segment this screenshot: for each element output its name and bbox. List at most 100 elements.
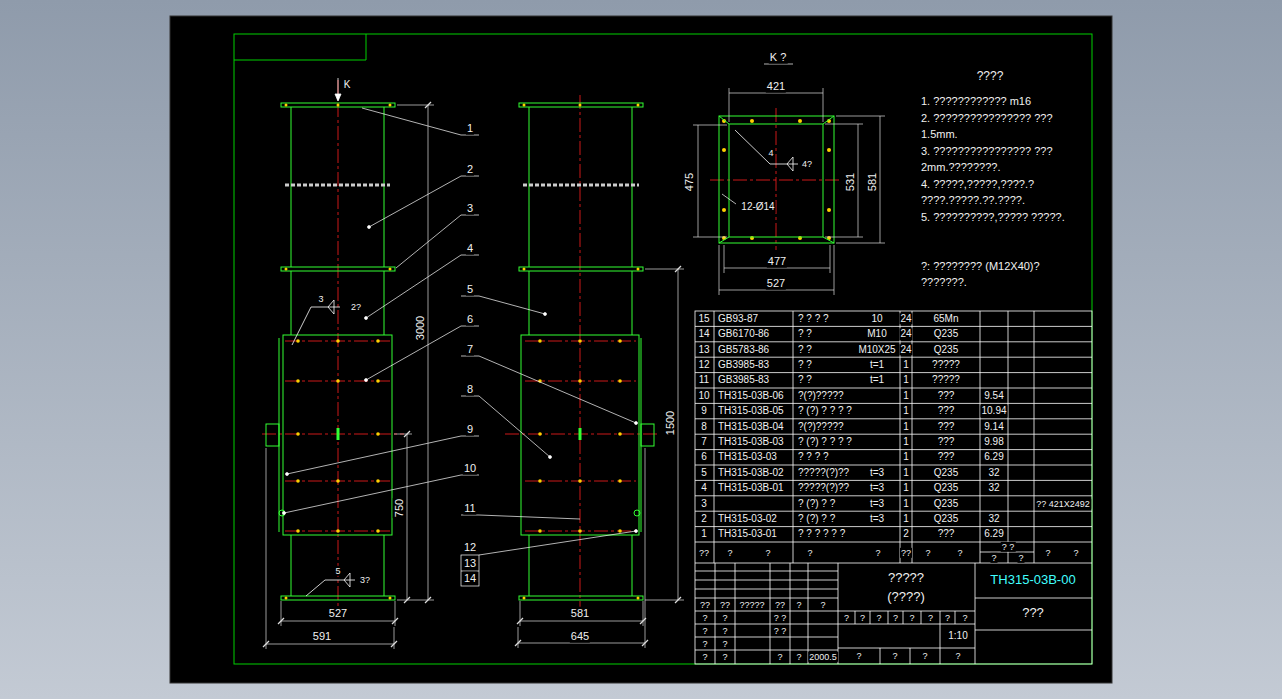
parts-table <box>793 311 794 563</box>
title-block-cell: ? <box>891 651 898 661</box>
table-cell: 7 <box>700 436 708 448</box>
left-view <box>291 535 292 596</box>
left-view <box>285 184 390 187</box>
table-cell: 9.98 <box>983 436 1004 448</box>
table-cell: ? (?) ? ? ? ? <box>797 405 853 417</box>
dimension-lines <box>823 88 824 122</box>
bolts <box>798 119 802 123</box>
table-cell: ? ? ? ? <box>797 313 830 325</box>
technical-note: 5. ??????????,????? ?????. <box>920 209 1077 225</box>
title-block <box>855 611 856 624</box>
k-arrow <box>335 94 341 101</box>
leader-lines <box>461 475 479 476</box>
table-cell: ? ? <box>797 359 813 371</box>
table-cell: TH315-03B-06 <box>717 390 785 402</box>
leader-lines <box>635 422 638 425</box>
table-cell: 15 <box>697 313 710 325</box>
table-header: ? <box>1072 547 1079 557</box>
title-block <box>975 598 1092 599</box>
front-view <box>579 428 582 440</box>
table-cell: TH315-03B-01 <box>717 482 785 494</box>
table-cell: t=1 <box>869 359 885 371</box>
table-cell: ? (?) ? ? ? ? <box>797 436 853 448</box>
parts-table <box>695 372 1092 373</box>
bolts <box>578 529 582 533</box>
table-cell: TH315-03B-02 <box>717 467 785 479</box>
dimension-lines <box>642 640 648 646</box>
dimension-lines <box>395 601 396 626</box>
hole-note: 12-Ø14 <box>740 201 775 213</box>
dimension-lines <box>518 627 519 648</box>
leader-lines <box>362 108 461 135</box>
parts-table <box>695 511 1092 512</box>
table-cell: M10X25 <box>857 344 896 356</box>
bolts <box>285 597 288 600</box>
table-cell: ? (?) ? ? <box>797 498 836 510</box>
dimension-lines <box>263 88 885 649</box>
table-cell: 10 <box>697 390 710 402</box>
title-block <box>838 563 839 664</box>
leader-lines <box>461 176 479 177</box>
table-cell: TH315-03-03 <box>717 452 778 464</box>
weld-size: 4? <box>801 159 813 169</box>
title-block-cell: ?? <box>774 599 786 609</box>
title-block <box>735 563 736 664</box>
left-view <box>384 535 385 596</box>
parts-table <box>1034 311 1035 563</box>
k-view <box>719 116 729 124</box>
dimension-lines <box>693 237 727 238</box>
table-cell: 6.29 <box>983 452 1004 464</box>
dimension-lines <box>517 618 523 624</box>
bolts <box>389 268 392 271</box>
front-view <box>632 107 633 267</box>
front-view <box>529 535 530 596</box>
table-cell: 8 <box>700 421 708 433</box>
table-cell: 13 <box>697 344 710 356</box>
table-cell: 32 <box>987 467 1000 479</box>
bolts <box>376 432 380 436</box>
table-cell: 2 <box>902 529 910 541</box>
table-cell: GB3985-83 <box>717 359 770 371</box>
title-block <box>695 650 838 651</box>
table-cell: t=3 <box>869 498 885 510</box>
title-block <box>903 611 904 624</box>
table-cell: GB5783-86 <box>717 344 770 356</box>
front-view <box>519 103 643 107</box>
front-view <box>632 535 633 596</box>
dimension: 527 <box>766 277 786 290</box>
bolts <box>296 432 300 436</box>
title-block-cell: ? <box>776 652 783 662</box>
front-view <box>338 103 654 600</box>
dimension-lines <box>693 125 727 126</box>
title-block <box>715 563 716 664</box>
dimension-lines <box>729 88 730 122</box>
table-header: ? <box>806 547 813 557</box>
leader-lines <box>284 475 461 513</box>
table-cell: 24 <box>899 344 912 356</box>
left-view <box>283 335 392 535</box>
title-block-cell: ? <box>721 625 728 635</box>
table-cell: t=3 <box>869 482 885 494</box>
title-block <box>808 563 809 664</box>
table-cell: 5 <box>700 467 708 479</box>
table-cell: 6 <box>700 452 708 464</box>
table-header: ?? <box>698 547 710 557</box>
drawing-title: ????? <box>887 571 925 586</box>
table-cell: 1 <box>902 498 910 510</box>
parts-table <box>695 418 1092 419</box>
bolts <box>578 379 582 383</box>
table-cell: ?? 421X2492 <box>1035 498 1091 508</box>
leader-lines <box>479 296 545 314</box>
table-cell: ??? <box>937 452 956 464</box>
bolts <box>285 104 832 600</box>
title-block <box>695 563 1092 664</box>
parts-table <box>695 449 1092 450</box>
title-block-cell: ? <box>701 652 708 662</box>
bolts <box>376 479 380 483</box>
table-cell: ?(?)????? <box>797 390 845 402</box>
drawing-scale: 1:10 <box>947 630 968 642</box>
dimension-lines <box>520 601 521 626</box>
front-view <box>641 338 642 532</box>
leader-lines <box>479 531 636 555</box>
leader-lines <box>461 215 479 216</box>
